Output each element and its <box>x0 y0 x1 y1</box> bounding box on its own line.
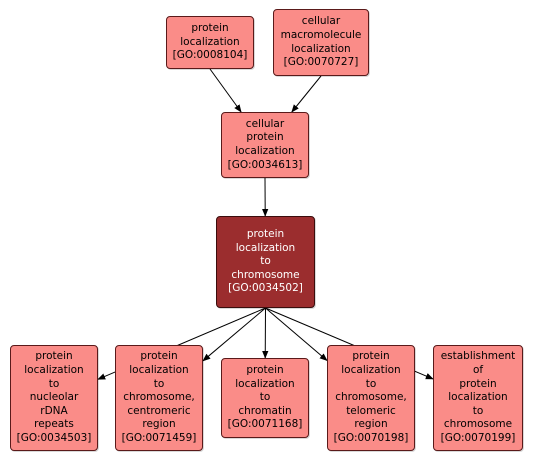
node-go-id: [GO:0034502] <box>228 282 303 295</box>
node-go-0034613[interactable]: cellular protein localization [GO:003461… <box>221 112 309 178</box>
node-go-id: [GO:0070199] <box>440 431 516 444</box>
node-go-0071168[interactable]: protein localization to chromatin [GO:00… <box>221 358 309 438</box>
node-line: protein <box>191 22 229 35</box>
node-line: region <box>354 418 388 431</box>
node-go-0034502-highlighted[interactable]: protein localization to chromosome [GO:0… <box>216 216 315 308</box>
node-go-id: [GO:0034613] <box>227 158 303 171</box>
node-line: establishment <box>440 350 516 363</box>
node-line: localization <box>235 377 295 390</box>
node-line: to <box>259 391 271 404</box>
node-line: nucleolar <box>29 391 79 404</box>
node-line: chromosome, <box>335 391 407 404</box>
edge-n2-to-n3 <box>291 75 322 113</box>
node-go-0070198[interactable]: protein localization to chromosome, telo… <box>327 345 415 451</box>
node-go-0008104[interactable]: protein localization [GO:0008104] <box>166 16 254 69</box>
node-line: protein <box>246 364 284 377</box>
node-go-id: [GO:0071168] <box>227 418 303 431</box>
node-line: localization <box>129 364 189 377</box>
node-line: to <box>365 377 377 390</box>
node-go-0034503[interactable]: protein localization to nucleolar rDNA r… <box>10 345 98 451</box>
node-line: to <box>260 255 271 268</box>
node-go-0071459[interactable]: protein localization to chromosome, cent… <box>115 345 203 451</box>
node-go-id: [GO:0034503] <box>16 431 92 444</box>
node-go-id: [GO:0071459] <box>121 431 197 444</box>
node-line: protein <box>246 131 284 144</box>
node-go-0070727[interactable]: cellular macromolecule localization [GO:… <box>273 9 369 76</box>
node-line: of <box>472 364 484 377</box>
edge-n4-to-n8 <box>265 307 328 361</box>
edge-n1-to-n3 <box>209 68 242 113</box>
node-line: protein <box>459 377 497 390</box>
node-line: cellular <box>301 15 341 28</box>
node-line: chromatin <box>238 404 292 417</box>
node-line: localization <box>448 391 508 404</box>
node-line: macromolecule <box>280 28 362 41</box>
node-line: protein <box>246 228 285 241</box>
node-line: localization <box>235 241 296 254</box>
node-go-0070199[interactable]: establishment of protein localization to… <box>433 345 523 451</box>
node-line: to <box>48 377 60 390</box>
node-go-id: [GO:0070198] <box>333 431 409 444</box>
node-line: telomeric <box>346 404 396 417</box>
node-line: to <box>153 377 165 390</box>
node-line: protein <box>140 350 178 363</box>
node-line: chromosome <box>231 268 300 281</box>
node-line: to <box>472 404 484 417</box>
node-line: centromeric <box>127 404 191 417</box>
node-line: localization <box>24 364 84 377</box>
node-line: cellular <box>245 117 285 130</box>
edge-n4-to-n6 <box>202 307 266 362</box>
node-go-id: [GO:0008104] <box>172 49 248 62</box>
node-line: chromosome, <box>123 391 195 404</box>
node-line: chromosome <box>443 418 513 431</box>
node-line: protein <box>35 350 73 363</box>
node-line: localization <box>341 364 401 377</box>
node-line: repeats <box>34 418 74 431</box>
node-line: localization <box>235 145 295 157</box>
node-go-id: [GO:0070727] <box>283 56 359 69</box>
node-line: localization <box>180 35 240 48</box>
node-line: protein <box>352 350 390 363</box>
node-line: rDNA <box>40 404 68 417</box>
node-line: localization <box>291 42 351 55</box>
node-line: region <box>142 418 176 431</box>
